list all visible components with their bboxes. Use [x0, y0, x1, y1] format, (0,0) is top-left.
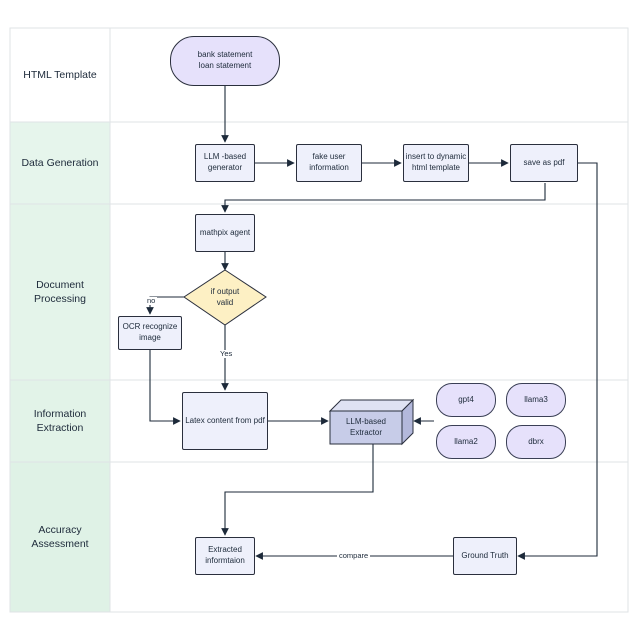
node-output-valid[interactable]: if output valid	[210, 287, 240, 307]
node-extracted-info[interactable]: Extracted informtaion	[195, 537, 255, 575]
node-statements[interactable]: bank statement loan statement	[170, 36, 280, 86]
lane-header-document-processing	[10, 204, 110, 380]
node-llm-extractor[interactable]: LLM-based Extractor	[345, 416, 387, 437]
model-llama2[interactable]: llama2	[436, 425, 496, 459]
node-latex-content[interactable]: Latex content from pdf	[182, 392, 268, 450]
edge-label-no: no	[145, 296, 158, 305]
lane-label-accuracy-assessment: Accuracy Assessment	[31, 523, 89, 550]
lane-header-data-generation	[10, 122, 110, 204]
node-fake-user-info[interactable]: fake user information	[296, 144, 362, 182]
lane-label-information-extraction: Information Extraction	[33, 407, 87, 434]
lane-header-information-extraction	[10, 380, 110, 462]
lane-header-html-template	[10, 28, 110, 122]
node-insert-template[interactable]: insert to dynamic html template	[403, 144, 469, 182]
lane-label-document-processing: Document Processing	[34, 278, 86, 305]
decision-diamond-shape	[183, 269, 267, 326]
node-mathpix-agent[interactable]: mathpix agent	[195, 214, 255, 252]
node-save-pdf[interactable]: save as pdf	[510, 144, 578, 182]
edge-extractor-to-extracted	[221, 444, 374, 536]
model-llama3[interactable]: llama3	[506, 383, 566, 417]
edge-ocr-to-latex	[149, 350, 181, 425]
edge-label-compare: compare	[337, 551, 371, 560]
edge-save-to-ground-truth	[517, 162, 598, 560]
edge-save-to-mathpix	[221, 183, 546, 213]
model-dbrx[interactable]: dbrx	[506, 425, 566, 459]
node-ground-truth[interactable]: Ground Truth	[453, 537, 517, 575]
edge-label-yes: Yes	[218, 349, 235, 358]
lane-label-html-template: HTML Template	[23, 68, 97, 81]
extractor-cube-shape	[328, 398, 415, 446]
node-ocr-image[interactable]: OCR recognize image	[118, 316, 182, 350]
swimlane-frame	[9, 27, 629, 613]
node-llm-generator[interactable]: LLM -based generator	[195, 144, 255, 182]
lane-header-accuracy-assessment	[10, 462, 110, 612]
lane-headers	[10, 28, 110, 612]
lane-label-data-generation: Data Generation	[21, 156, 99, 169]
model-gpt4[interactable]: gpt4	[436, 383, 496, 417]
